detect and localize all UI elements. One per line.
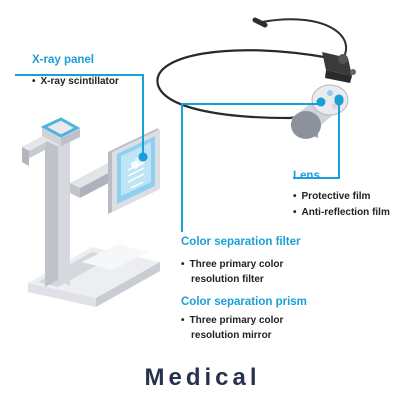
filter-item-line1: •Three primary color [181,259,284,270]
prism-item-line1: •Three primary color [181,315,284,326]
prism-heading: Color separation prism [181,296,307,308]
filter-item-line1-text: Three primary color [189,259,284,270]
leader-line-filter [181,103,321,232]
lens-item-1: •Protective film [293,191,371,202]
lens-item-1-text: Protective film [301,191,371,202]
lens-item-2-text: Anti-reflection film [301,207,390,218]
leader-line-xray [15,74,144,157]
lens-heading: Lens [293,170,320,182]
page-title: Medical [144,364,261,391]
marker-xray-dot [138,152,148,162]
xray-panel-item-text: X-ray scintillator [40,76,119,87]
lens-tip-illustration [291,84,349,139]
endoscope-illustration [156,17,356,120]
lens-item-2: •Anti-reflection film [293,207,390,218]
prism-item-line2: resolution mirror [191,330,272,341]
xray-panel-heading: X-ray panel [32,54,94,66]
prism-item-line1-text: Three primary color [189,315,284,326]
leader-line-lens [293,103,340,179]
marker-lens-dot [334,96,344,106]
xray-panel-illustration [108,128,160,214]
xray-stand-illustration [22,117,160,307]
filter-item-line2: resolution filter [191,274,264,285]
leader-lines [15,74,340,232]
filter-heading: Color separation filter [181,236,301,248]
xray-panel-item: •X-ray scintillator [32,76,119,87]
marker-filter-dot [316,97,326,107]
